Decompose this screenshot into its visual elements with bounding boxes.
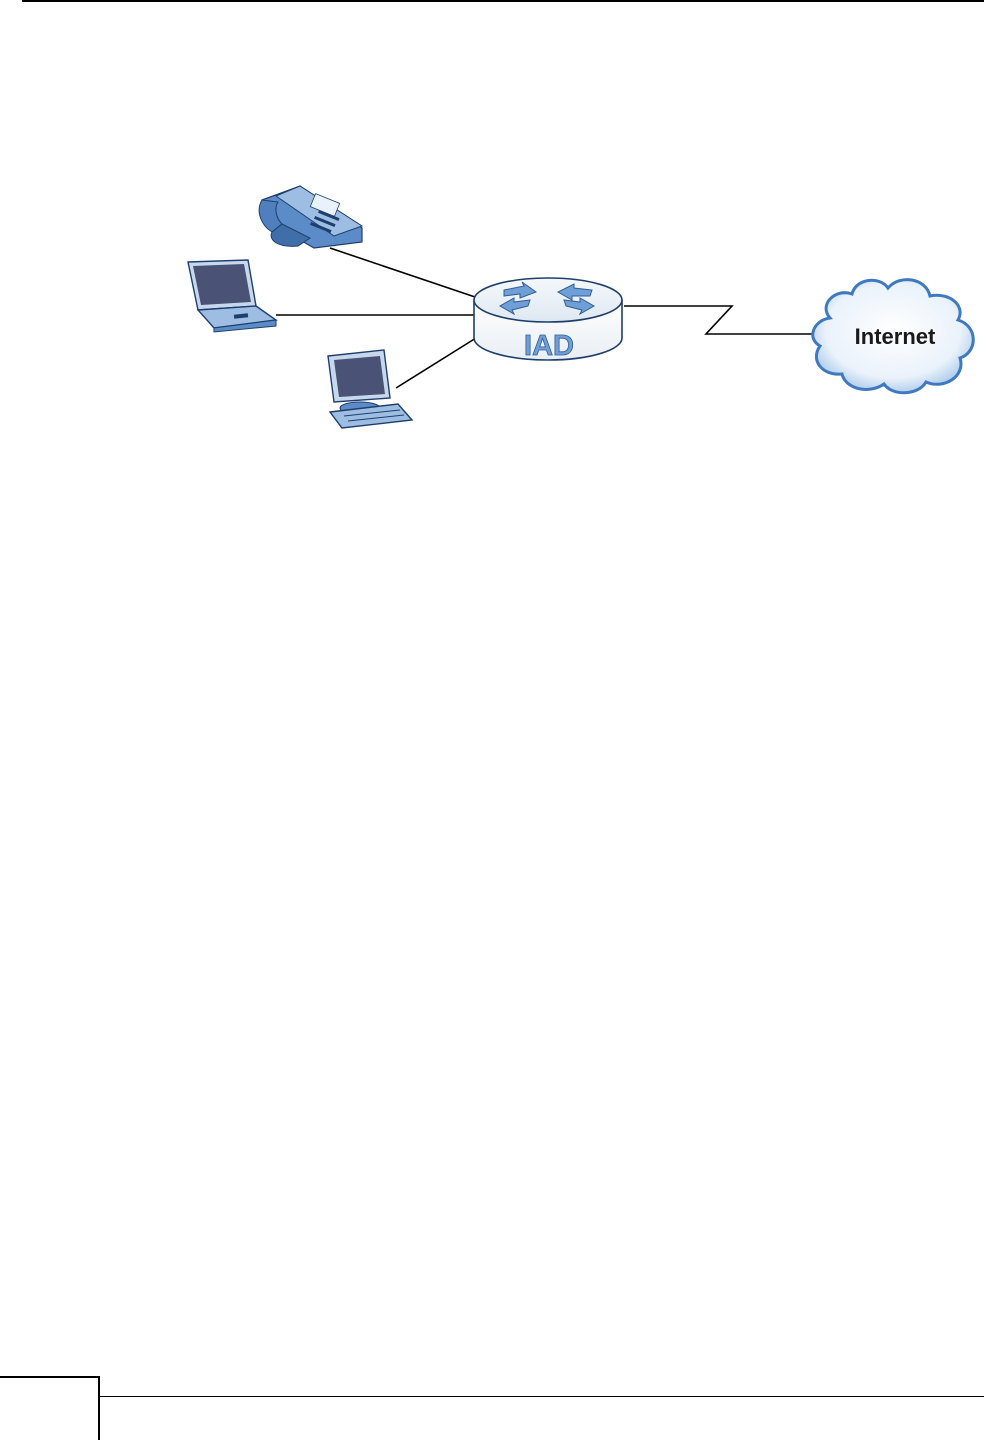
- laptop-icon: [188, 260, 276, 332]
- desktop-computer-icon: [328, 350, 412, 428]
- phone-link: [330, 248, 478, 298]
- page-number-box: [0, 1376, 100, 1440]
- ip-phone-icon: [259, 186, 362, 248]
- cloud-label: Internet: [855, 324, 936, 349]
- footer-rule: [0, 1396, 984, 1397]
- network-diagram: IAD Internet: [0, 0, 984, 440]
- router-label: IAD: [524, 330, 574, 362]
- internet-link: [624, 306, 814, 334]
